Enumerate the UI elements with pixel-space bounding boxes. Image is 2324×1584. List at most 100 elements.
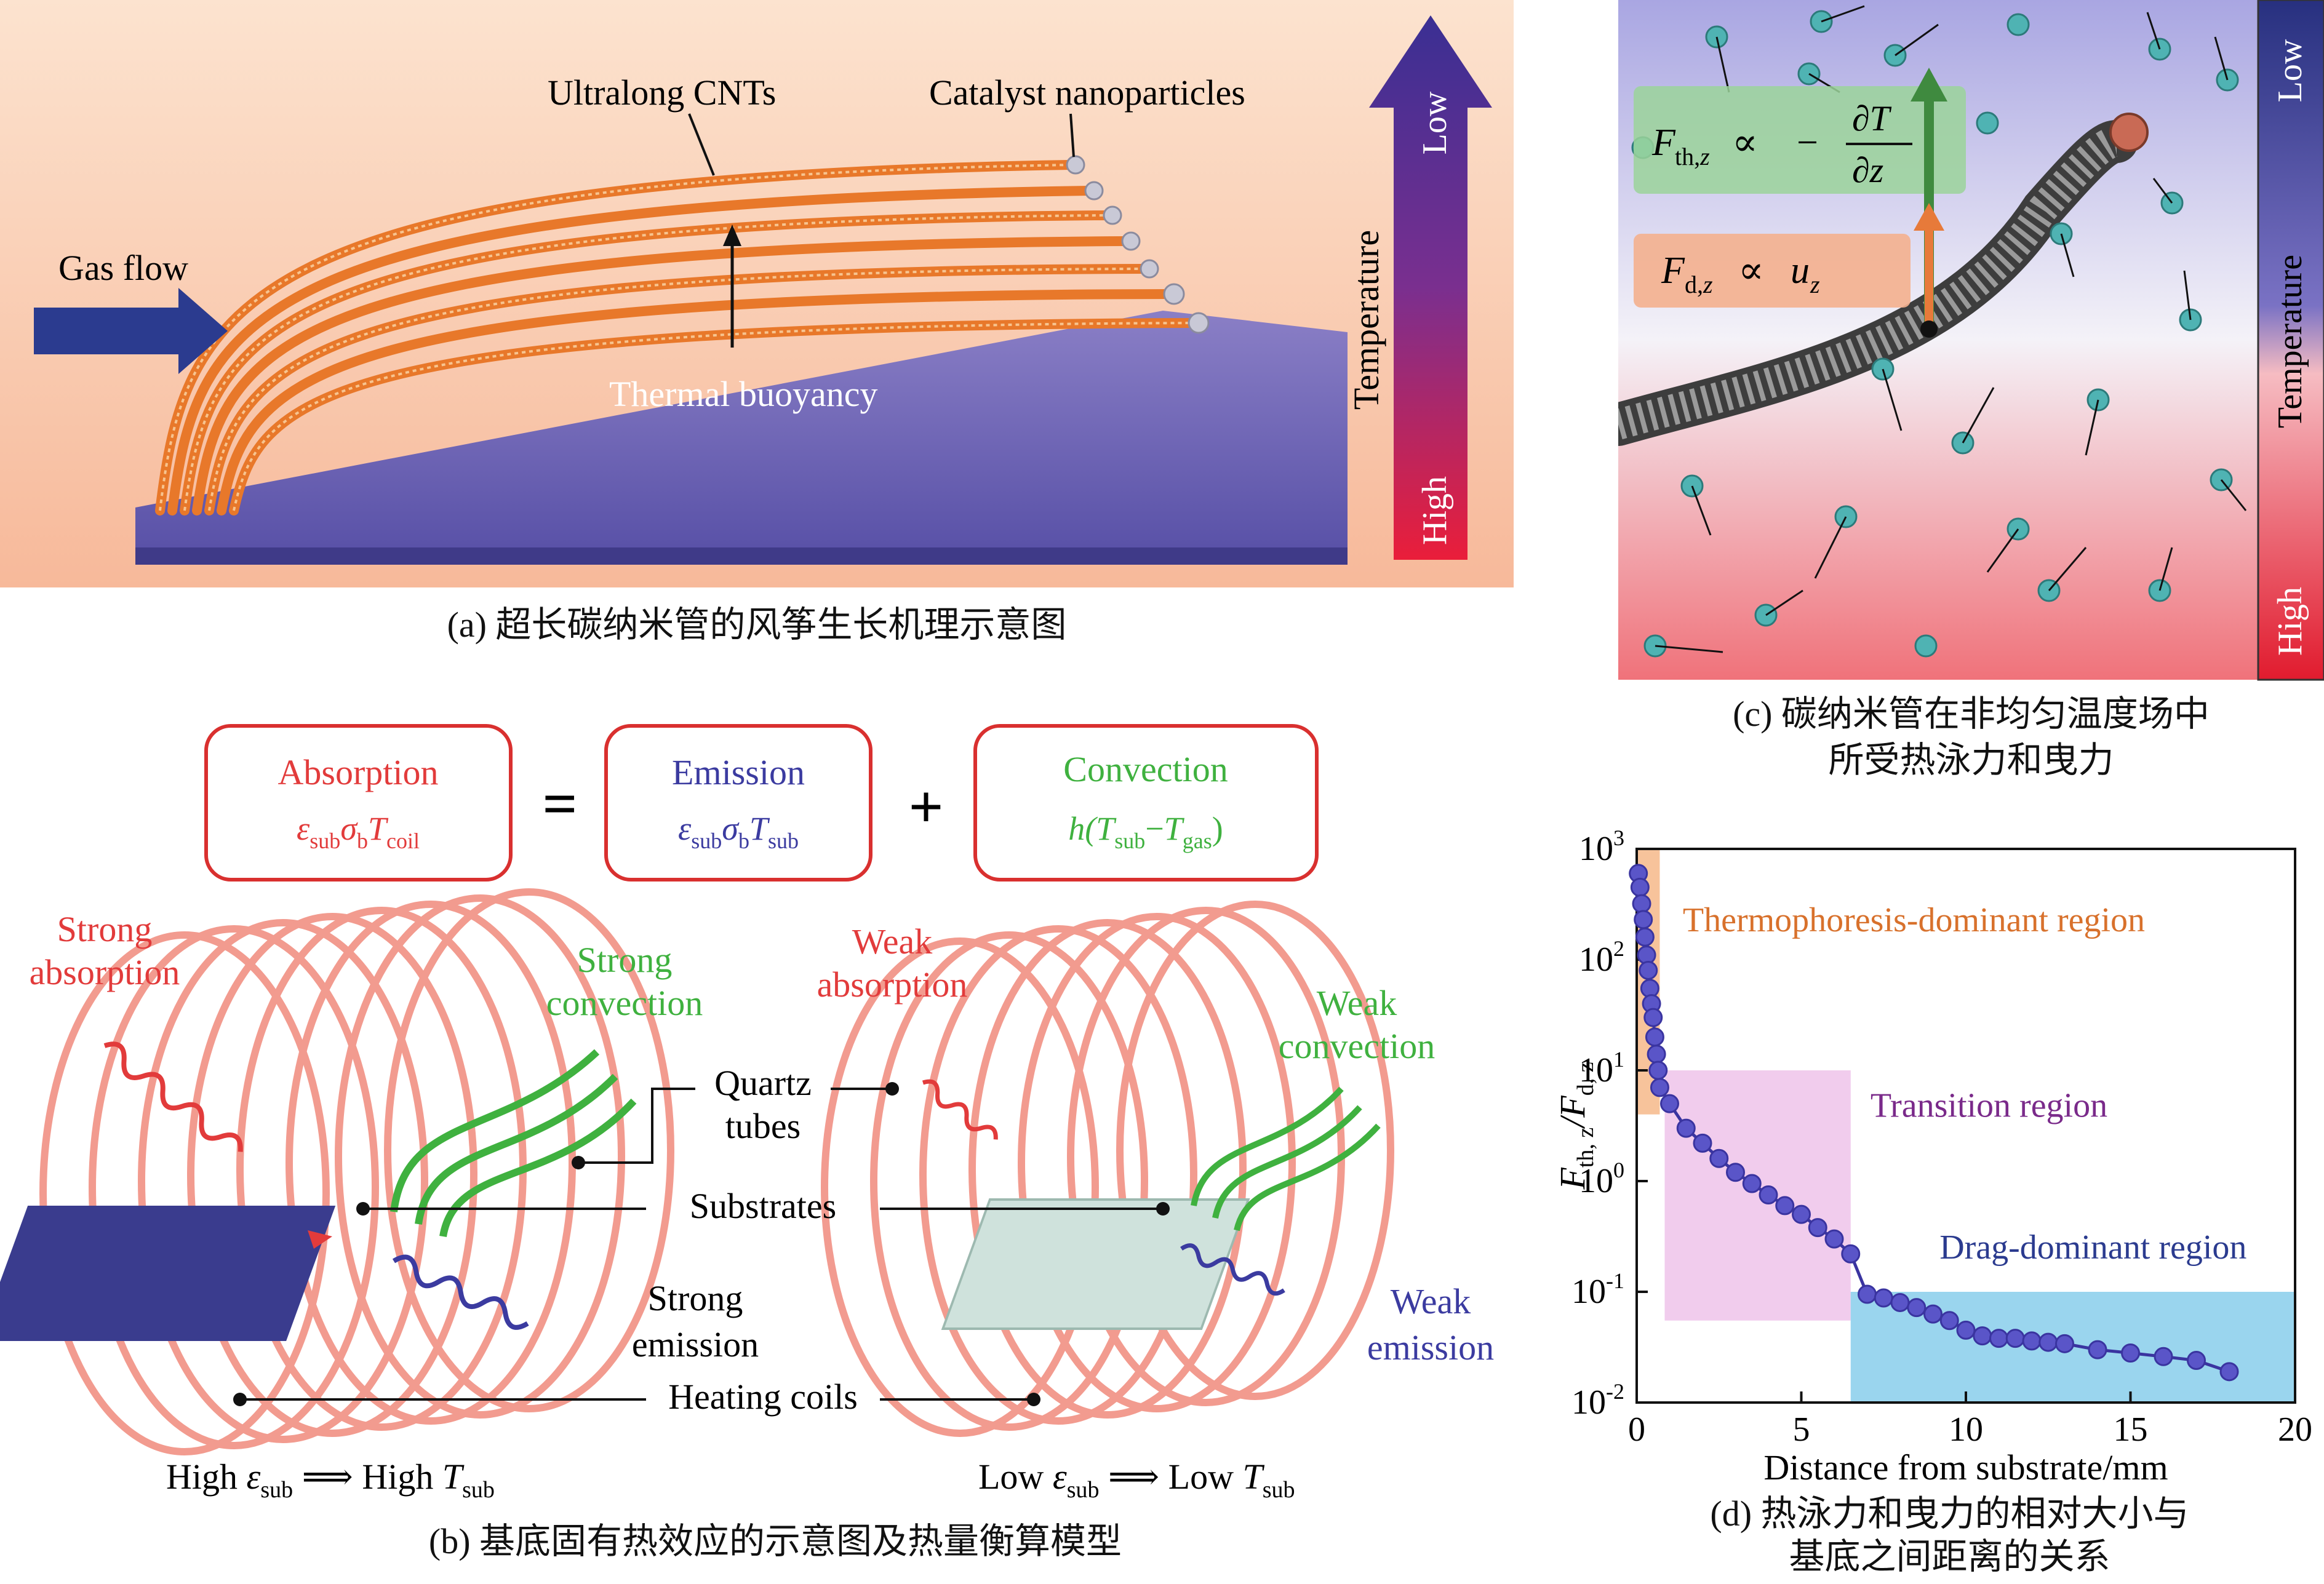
svg-text:Weak: Weak <box>852 921 933 961</box>
data-point <box>2187 1351 2206 1371</box>
svg-text:Weak: Weak <box>1391 1281 1471 1321</box>
svg-text:=: = <box>543 770 578 838</box>
x-tick-label: 20 <box>2278 1411 2312 1449</box>
svg-text:∝: ∝ <box>1732 122 1758 164</box>
svg-text:∂z: ∂z <box>1852 150 1883 190</box>
absorption-box <box>204 724 513 882</box>
data-point <box>1956 1320 1976 1340</box>
data-point <box>1632 894 1651 913</box>
svg-text:Strong: Strong <box>648 1278 743 1318</box>
svg-text:Low: Low <box>1416 91 1454 154</box>
y-tick-label: 100 <box>1579 1158 1624 1200</box>
data-point <box>1648 1061 1668 1080</box>
x-tick-label: 5 <box>1793 1411 1810 1449</box>
svg-text:convection: convection <box>1279 1026 1435 1066</box>
x-tick-label: 15 <box>2114 1411 2148 1449</box>
y-tick-label: 10-1 <box>1571 1268 1624 1311</box>
data-point <box>2005 1329 2025 1348</box>
cnt-label: Ultralong CNTs <box>548 73 776 113</box>
data-point <box>1660 1094 1679 1113</box>
svg-text:d,z: d,z <box>1685 271 1713 298</box>
temperature-arrow-a <box>1369 15 1492 560</box>
data-point <box>1645 1027 1664 1047</box>
svg-text:−: − <box>1797 122 1818 164</box>
data-point <box>1639 960 1658 980</box>
data-point <box>2219 1362 2239 1382</box>
data-point <box>1650 1078 1669 1097</box>
catalyst-label: Catalyst nanoparticles <box>929 73 1245 113</box>
caption-b: (b) 基底固有热效应的示意图及热量衡算模型 <box>428 1521 1122 1561</box>
x-axis-label: Distance from substrate/mm <box>1763 1447 2168 1487</box>
thermophoresis-force-box <box>1634 86 1966 194</box>
drag-force-box <box>1634 234 1911 308</box>
gas-flow-arrow <box>34 288 228 374</box>
svg-text:F: F <box>1651 122 1676 164</box>
svg-text:emission: emission <box>632 1324 759 1364</box>
data-point <box>1858 1284 1877 1304</box>
data-point <box>1808 1218 1827 1238</box>
svg-text:High: High <box>2271 587 2309 656</box>
svg-text:z: z <box>1810 271 1820 298</box>
svg-text:Emission: Emission <box>672 752 805 792</box>
svg-text:Convection: Convection <box>1063 749 1228 789</box>
data-point <box>1824 1229 1844 1249</box>
svg-text:Low εsub ⟹ Low Tsub: Low εsub ⟹ Low Tsub <box>978 1457 1295 1503</box>
data-point <box>1923 1304 1943 1324</box>
data-point <box>2038 1332 2058 1352</box>
data-point <box>1989 1329 2008 1348</box>
caption-d-line2: 基底之间距离的关系 <box>1789 1537 2110 1577</box>
data-point <box>1643 1008 1663 1027</box>
data-point <box>1630 877 1650 897</box>
data-point <box>1635 927 1655 947</box>
svg-text:tubes: tubes <box>725 1106 801 1146</box>
data-point <box>1759 1185 1778 1204</box>
svg-text:absorption: absorption <box>30 952 180 992</box>
svg-text:absorption: absorption <box>817 965 968 1005</box>
svg-text:u: u <box>1791 250 1810 292</box>
gas-flow-label: Gas flow <box>58 248 188 288</box>
svg-text:emission: emission <box>1367 1327 1494 1367</box>
y-tick-label: 10-2 <box>1571 1379 1624 1422</box>
data-point <box>1874 1288 1893 1308</box>
caption-a: (a) 超长碳纳米管的风筝生长机理示意图 <box>447 605 1067 645</box>
y-tick-label: 102 <box>1579 936 1624 979</box>
data-point <box>1973 1326 1992 1346</box>
svg-text:Substrates: Substrates <box>690 1186 836 1226</box>
buoyancy-label: Thermal buoyancy <box>609 374 877 414</box>
caption-c-line1: (c) 碳纳米管在非均匀温度场中 <box>1733 694 2210 734</box>
panel-a: Gas flow Ultralong CNTs Catalyst nanopar… <box>0 0 1514 587</box>
y-tick-label: 101 <box>1579 1047 1624 1089</box>
data-point <box>1647 1045 1666 1064</box>
temperature-label-a: Temperature <box>1346 230 1386 410</box>
x-tick-label: 0 <box>1628 1411 1645 1449</box>
data-point <box>2022 1331 2042 1351</box>
data-point <box>1841 1244 1861 1264</box>
svg-text:∝: ∝ <box>1738 250 1764 292</box>
region-thermo-label: Thermophoresis-dominant region <box>1683 901 2145 939</box>
data-point <box>1726 1163 1745 1182</box>
region-drag-label: Drag-dominant region <box>1939 1228 2246 1267</box>
svg-text:Quartz: Quartz <box>714 1063 812 1103</box>
data-point <box>2154 1347 2173 1366</box>
svg-text:Strong: Strong <box>577 940 673 980</box>
data-point <box>1709 1148 1729 1168</box>
svg-text:Strong: Strong <box>57 909 153 949</box>
data-point <box>1890 1292 1910 1312</box>
y-tick-label: 103 <box>1579 826 1624 868</box>
svg-text:Low: Low <box>2271 39 2309 102</box>
data-point <box>1939 1311 1959 1331</box>
data-point <box>1676 1118 1696 1138</box>
svg-text:High εsub ⟹ High Tsub: High εsub ⟹ High Tsub <box>166 1457 495 1503</box>
region-transition <box>1664 1070 1851 1321</box>
svg-text:Weak: Weak <box>1317 983 1397 1023</box>
data-point <box>1693 1133 1712 1153</box>
data-point <box>1742 1174 1762 1193</box>
svg-text:Absorption: Absorption <box>278 752 439 792</box>
svg-text:∂T: ∂T <box>1852 98 1892 138</box>
data-point <box>1775 1196 1795 1216</box>
svg-text:High: High <box>1416 476 1454 545</box>
panel-c: Low Temperature High F th,z ∝ − ∂T ∂z F … <box>1618 0 2324 681</box>
caption-c-line2: 所受热泳力和曳力 <box>1828 740 2114 780</box>
